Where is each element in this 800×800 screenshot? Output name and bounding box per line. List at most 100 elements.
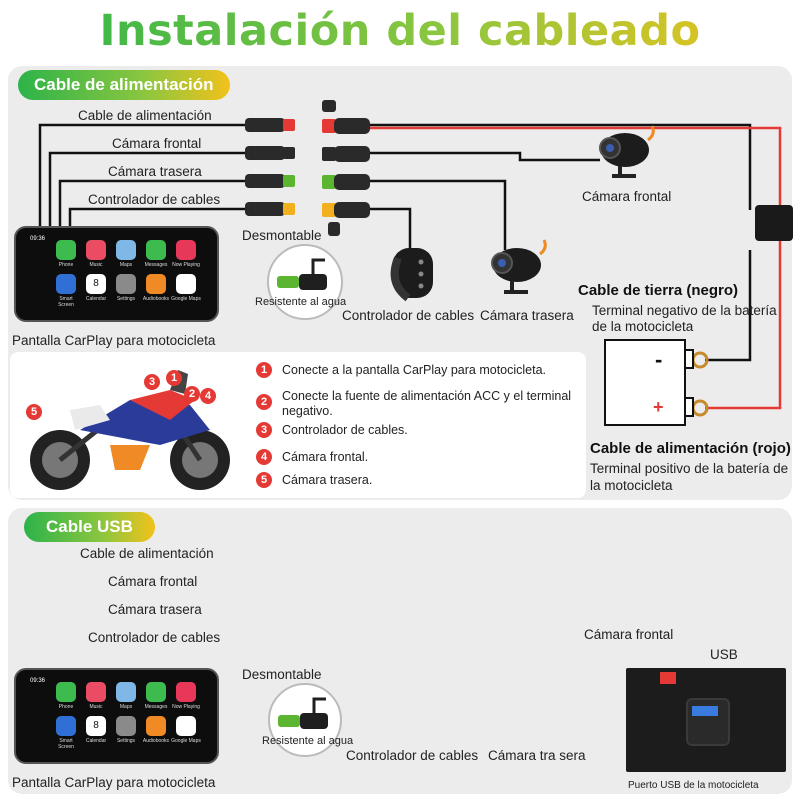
phone-icon xyxy=(56,240,76,260)
app-label: Calendar xyxy=(85,296,107,302)
cable-label-controller: Controlador de cables xyxy=(88,192,221,207)
power-title: Cable de alimentación (rojo) xyxy=(590,440,791,457)
rear-camera-label-2: Cámara tra sera xyxy=(488,748,586,763)
app-label: Now Playing xyxy=(172,262,200,268)
app-label: Phone xyxy=(58,704,74,710)
maps-icon xyxy=(116,682,136,702)
step-text: Conecte la fuente de alimentación ACC y … xyxy=(282,389,572,418)
steps-box: 3 1 2 4 5 1 Conecte a la pantalla CarPla… xyxy=(10,352,586,498)
step-number: 3 xyxy=(256,422,272,438)
settings-icon xyxy=(116,274,136,294)
wire-rear-1 xyxy=(58,179,250,230)
cable-label-power: Cable de alimentación xyxy=(78,108,212,123)
app-label: Smart Screen xyxy=(58,738,74,750)
usb-port-label: Puerto USB de la motocicleta xyxy=(628,780,759,791)
app-label: Now Playing xyxy=(172,704,200,710)
front-camera-label: Cámara frontal xyxy=(582,189,672,204)
app-label: Phone xyxy=(58,262,74,268)
page-title: Instalación del cableado xyxy=(0,6,800,56)
wire-front-1 xyxy=(48,151,250,230)
rear-camera-label: Cámara trasera xyxy=(480,308,574,323)
battery-minus: - xyxy=(655,347,663,372)
app-label: Messages xyxy=(144,704,168,710)
messages-icon xyxy=(146,682,166,702)
carplay-screen-2: 09:36 Phone Music Maps Messages Now Play… xyxy=(14,668,219,764)
wire-fuse-1 xyxy=(370,123,752,210)
app-label: Settings xyxy=(116,738,136,744)
waterproof-label-2: Resistente al agua xyxy=(262,735,354,747)
controller-label: Controlador de cables xyxy=(342,308,475,323)
ground-terminal xyxy=(691,351,709,369)
power-desc: Terminal positivo de la batería de la mo… xyxy=(590,461,789,493)
desmontable-label: Desmontable xyxy=(242,228,322,243)
smart-screen-icon xyxy=(56,274,76,294)
wire-rear-cam-1 xyxy=(370,179,507,250)
cable-label-front: Cámara frontal xyxy=(112,136,202,151)
wire-front-cam-1 xyxy=(370,151,600,162)
google-maps-icon xyxy=(176,716,196,736)
music-icon xyxy=(86,682,106,702)
screen-time: 09:36 xyxy=(30,678,46,684)
desmontable-label-2: Desmontable xyxy=(242,667,322,682)
app-label: Calendar xyxy=(85,738,107,744)
cable-label-rear-2: Cámara trasera xyxy=(108,602,202,617)
step-text: Controlador de cables. xyxy=(282,423,408,437)
ground-title: Cable de tierra (negro) xyxy=(578,282,739,299)
controller-1 xyxy=(390,248,433,302)
waterproof-connector-image-2 xyxy=(268,683,342,757)
smart-screen-icon xyxy=(56,716,76,736)
calendar-icon: 8 xyxy=(86,716,106,736)
moto-marker-4: 4 xyxy=(200,388,216,404)
power-terminal xyxy=(691,399,709,417)
step-text: Conecte a la pantalla CarPlay para motoc… xyxy=(282,363,547,377)
app-label: Maps xyxy=(119,262,133,268)
moto-marker-2: 2 xyxy=(184,386,200,402)
settings-icon xyxy=(116,716,136,736)
calendar-icon: 8 xyxy=(86,274,106,294)
cable-label-power-2: Cable de alimentación xyxy=(80,546,214,561)
wire-red-1 xyxy=(370,126,782,410)
power-switch-icon xyxy=(660,672,676,684)
app-label: Music xyxy=(89,704,103,710)
app-label: Google Maps xyxy=(171,738,201,744)
usb-port-photo xyxy=(626,668,786,772)
voltmeter-icon xyxy=(692,706,718,716)
app-label: Audiobooks xyxy=(142,738,170,744)
connector-icon xyxy=(278,697,328,729)
waterproof-connector-image xyxy=(267,244,343,320)
motorcycle-image xyxy=(30,370,230,490)
front-camera-1 xyxy=(599,125,655,178)
moto-marker-1: 1 xyxy=(166,370,182,386)
rear-camera-1 xyxy=(491,239,547,294)
moto-marker-5: 5 xyxy=(26,404,42,420)
screen-caption-2: Pantalla CarPlay para motocicleta xyxy=(12,775,216,790)
power-cable-pill: Cable de alimentación xyxy=(18,70,230,100)
step-number: 2 xyxy=(256,394,272,410)
controller-label-2: Controlador de cables xyxy=(346,748,479,763)
waterproof-label: Resistente al agua xyxy=(255,296,347,308)
battery-plus: + xyxy=(653,397,664,417)
ground-desc: Terminal negativo de la batería de la mo… xyxy=(592,303,777,334)
music-icon xyxy=(86,240,106,260)
screen-time: 09:36 xyxy=(30,236,46,242)
step-text: Cámara frontal. xyxy=(282,450,369,464)
google-maps-icon xyxy=(176,274,196,294)
app-label: Google Maps xyxy=(171,296,201,302)
wire-power-1 xyxy=(38,123,250,230)
app-label: Settings xyxy=(116,296,136,302)
wire-ground-1 xyxy=(705,250,752,362)
step-number: 1 xyxy=(256,362,272,378)
moto-marker-3: 3 xyxy=(144,374,160,390)
app-label: Smart Screen xyxy=(58,296,74,308)
wire-ctrl-1 xyxy=(68,207,250,230)
step-text: Cámara trasera. xyxy=(282,473,373,487)
now-playing-icon xyxy=(176,682,196,702)
fuse-holder xyxy=(755,205,793,241)
phone-icon xyxy=(56,682,76,702)
cable-label-controller-2: Controlador de cables xyxy=(88,630,221,645)
screen-caption: Pantalla CarPlay para motocicleta xyxy=(12,333,216,348)
usb-label: USB xyxy=(710,647,738,662)
audiobooks-icon xyxy=(146,274,166,294)
step-number: 5 xyxy=(256,472,272,488)
battery xyxy=(604,339,694,426)
